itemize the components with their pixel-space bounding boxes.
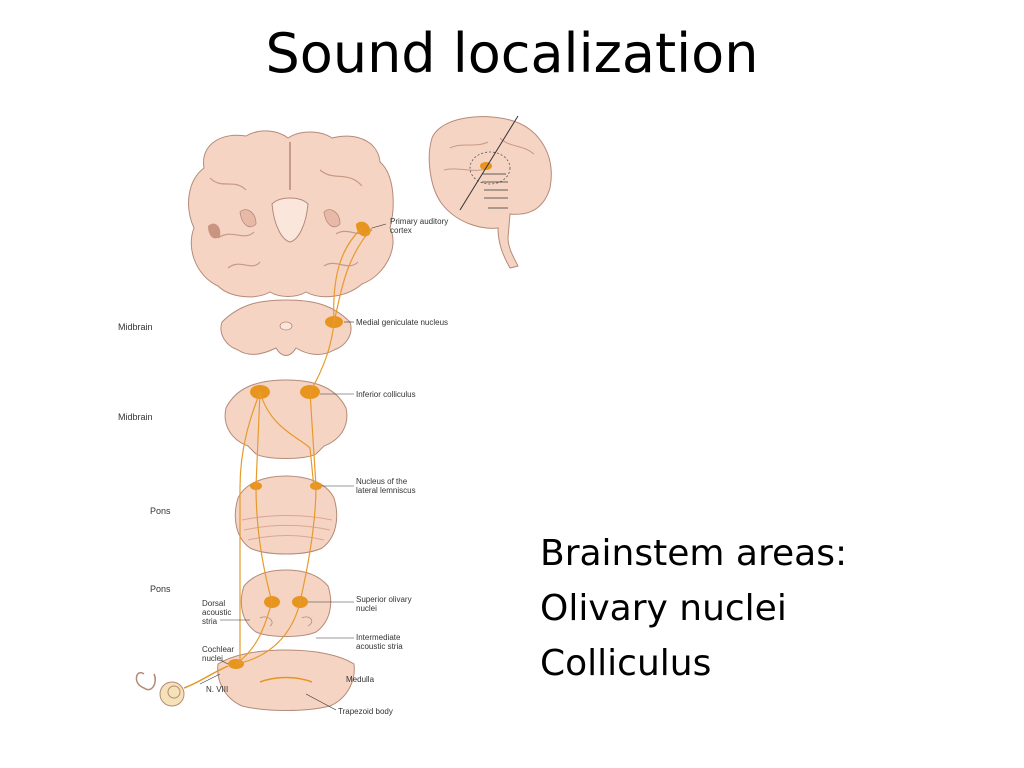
cochlea-spiral-inner — [167, 685, 181, 699]
aqueduct-upper — [279, 321, 293, 331]
midbrain-lower — [224, 379, 348, 459]
brainstem-notes: Brainstem areas: Olivary nuclei Collicul… — [540, 526, 847, 691]
medulla — [217, 649, 355, 711]
notes-item-colliculus: Colliculus — [540, 643, 712, 684]
left-insula — [208, 223, 221, 239]
midbrain-upper — [220, 299, 352, 356]
cochlea — [135, 665, 229, 707]
ventricles — [239, 209, 341, 228]
side-label-midbrain-1: Midbrain — [118, 322, 153, 332]
slide-title: Sound localization — [265, 22, 759, 85]
coronal-section — [188, 130, 394, 298]
label-intermediate-stria-2: acoustic stria — [356, 642, 403, 651]
auditory-nerve — [183, 665, 229, 689]
brain-inset — [428, 115, 552, 269]
olivary-folds — [259, 616, 313, 627]
inset-highlight — [469, 151, 511, 185]
label-primary-auditory-cortex-1: Primary auditory — [390, 217, 448, 226]
pons-lower — [240, 569, 332, 637]
label-cochlear-nuclei-1: Cochlear — [202, 645, 234, 654]
label-leader-lines — [199, 223, 387, 711]
label-superior-olivary-1: Superior olivary — [356, 595, 412, 604]
notes-heading: Brainstem areas: — [540, 533, 848, 574]
lateral-lemniscus-section — [234, 475, 338, 555]
label-dorsal-stria-3: stria — [202, 617, 218, 626]
label-primary-auditory-cortex-2: cortex — [390, 226, 412, 235]
cochlea-spiral-outer — [159, 681, 185, 707]
label-medulla: Medulla — [346, 675, 375, 684]
label-inferior-colliculus: Inferior colliculus — [356, 390, 416, 399]
inset-section-lines — [482, 173, 508, 209]
notes-item-olivary: Olivary nuclei — [540, 588, 787, 629]
pons-upper — [234, 475, 338, 555]
side-label-pons-1: Pons — [150, 506, 171, 516]
primary-auditory-cortex-region — [356, 221, 371, 237]
inferior-colliculus-section — [224, 379, 348, 459]
trapezoid-body — [259, 676, 313, 683]
thalamus — [271, 197, 309, 243]
auditory-pathway-diagram: Midbrain Midbrain Pons Pons Primary audi… — [110, 108, 570, 728]
inset-brain-outline — [428, 116, 552, 269]
coronal-gyri — [209, 169, 373, 269]
label-cochlear-nuclei-2: nuclei — [202, 654, 223, 663]
label-lateral-lemniscus-2: lateral lemniscus — [356, 486, 416, 495]
superior-olivary-section — [240, 569, 332, 637]
side-label-midbrain-2: Midbrain — [118, 412, 153, 422]
auditory-pathway-svg: Midbrain Midbrain Pons Pons Primary audi… — [118, 115, 552, 716]
inset-plane-line — [459, 115, 519, 211]
semicircular-canals — [135, 671, 156, 691]
side-label-pons-2: Pons — [150, 584, 171, 594]
pons-fibers — [241, 515, 333, 541]
medulla-section — [217, 649, 355, 711]
label-superior-olivary-2: nuclei — [356, 604, 377, 613]
label-intermediate-stria-1: Intermediate — [356, 633, 401, 642]
auditory-pathways — [235, 227, 373, 665]
inset-auditory-cortex — [480, 162, 492, 170]
label-trapezoid-body: Trapezoid body — [338, 707, 393, 716]
label-dorsal-stria-1: Dorsal — [202, 599, 225, 608]
label-dorsal-stria-2: acoustic — [202, 608, 231, 617]
label-lateral-lemniscus-1: Nucleus of the — [356, 477, 408, 486]
label-medial-geniculate: Medial geniculate nucleus — [356, 318, 448, 327]
label-n-viii: N. VIII — [206, 685, 228, 694]
